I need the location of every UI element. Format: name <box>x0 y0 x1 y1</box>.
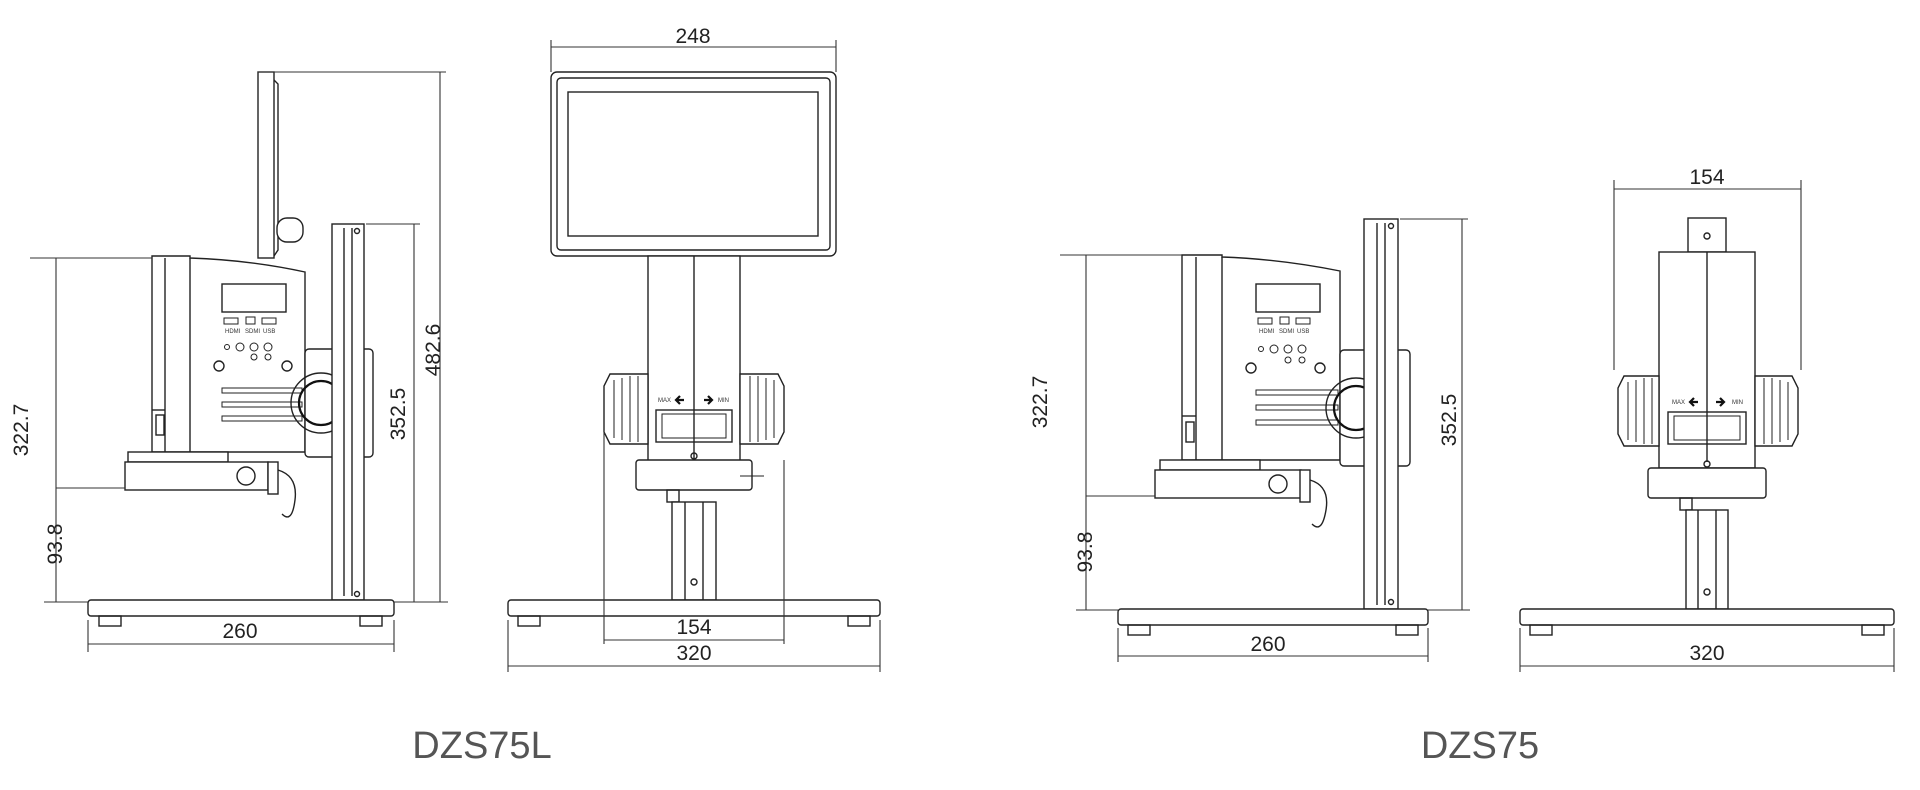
dim-monitor-width: 248 <box>675 25 710 48</box>
front-base-plate <box>507 599 881 617</box>
head-body <box>151 255 306 453</box>
dim-body-width: 154 <box>676 616 711 639</box>
dim-width: 260 <box>222 620 257 643</box>
front-base-plate-2 <box>1519 608 1895 626</box>
front-stage-2 <box>1647 467 1767 499</box>
right-knob-2 <box>1754 375 1799 447</box>
front-column-2 <box>1685 509 1729 610</box>
usb-label: USB <box>263 329 275 335</box>
dzs75l-side-view: HDMI SDMI USB <box>10 71 448 652</box>
dim-height-total-2: 322.7 <box>1029 376 1052 429</box>
dzs75-front-view: 154 MAX MIN 320 <box>1519 166 1895 672</box>
column-2 <box>1363 218 1399 610</box>
head-body-2 <box>1181 254 1341 461</box>
dim-base-width: 320 <box>676 642 711 665</box>
max-label-2: MAX <box>1672 400 1685 406</box>
objective-window <box>655 409 733 443</box>
monitor-side <box>257 71 275 259</box>
display-window <box>221 283 287 313</box>
stage-block <box>124 461 269 491</box>
hdmi-label: HDMI <box>225 329 241 335</box>
monitor-screen <box>567 91 819 237</box>
model-label-dzs75: DZS75 <box>1421 725 1539 767</box>
dim-height-total: 322.7 <box>10 404 33 457</box>
usb-label-2: USB <box>1297 329 1309 335</box>
side-latch <box>155 414 165 436</box>
min-label: MIN <box>718 398 729 404</box>
dim-column-height: 352.5 <box>387 388 410 441</box>
top-cap <box>1687 217 1727 253</box>
column <box>331 223 365 601</box>
dzs75l-front-view: 248 MAX MIN <box>507 25 881 672</box>
hdmi-label-2: HDMI <box>1259 329 1275 335</box>
stage-block-2 <box>1154 469 1302 499</box>
dim-height-lower: 93.8 <box>44 524 67 565</box>
right-knob <box>739 373 785 445</box>
base-plate <box>87 599 395 617</box>
sdmi-label: SDMI <box>245 329 260 335</box>
display-window-2 <box>1255 283 1321 313</box>
base-plate-2 <box>1117 608 1429 626</box>
front-column <box>671 501 717 601</box>
dzs75-side-view: HDMI SDMI USB 322.7 93.8 <box>1029 218 1470 662</box>
front-stage <box>635 459 753 491</box>
dim-column-height-2: 352.5 <box>1438 394 1461 447</box>
left-knob <box>603 373 649 445</box>
min-label-2: MIN <box>1732 400 1743 406</box>
left-knob-2 <box>1617 375 1660 447</box>
dim-body-width-2: 154 <box>1689 166 1724 189</box>
model-label-dzs75l: DZS75L <box>412 725 551 767</box>
max-label: MAX <box>658 398 671 404</box>
dim-overall-height: 482.6 <box>422 324 445 377</box>
objective-window-2 <box>1667 411 1747 445</box>
dim-height-lower-2: 93.8 <box>1074 532 1097 573</box>
sdmi-label-2: SDMI <box>1279 329 1294 335</box>
monitor-front <box>550 71 837 257</box>
dim-width-2: 260 <box>1250 633 1285 656</box>
monitor-hinge <box>276 217 304 243</box>
dim-base-width-2: 320 <box>1689 642 1724 665</box>
